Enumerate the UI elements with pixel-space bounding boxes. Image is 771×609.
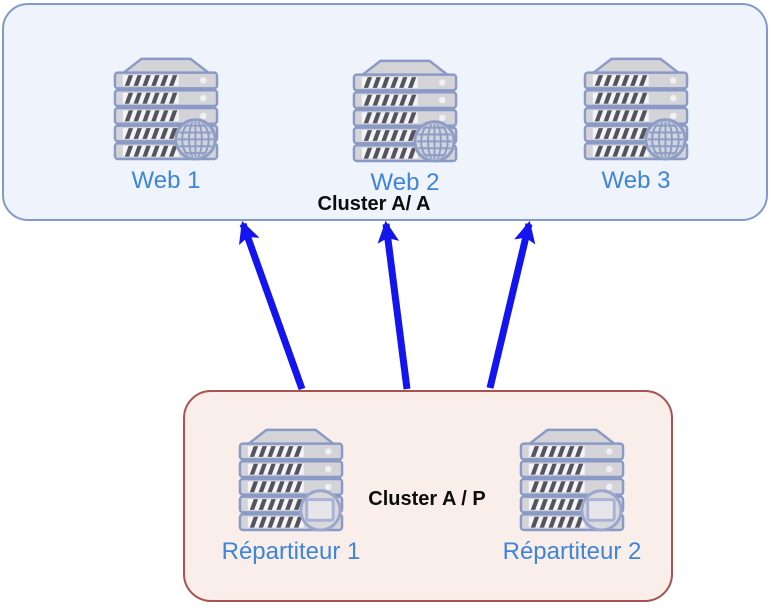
server-globe-icon [351, 54, 459, 164]
node-web-1-label: Web 1 [131, 167, 201, 194]
arrow-to-2 [377, 220, 411, 390]
node-web-2: Web 2 [325, 54, 485, 196]
node-web-1: Web 1 [86, 52, 246, 194]
server-screen-icon [237, 423, 345, 532]
web-cluster-label: Cluster A/ A [317, 193, 431, 215]
node-repartiteur-2-label: Répartiteur 2 [502, 538, 642, 565]
node-repartiteur-2: Répartiteur 2 [492, 423, 652, 565]
node-web-2-label: Web 2 [370, 169, 440, 196]
node-web-3: Web 3 [556, 52, 716, 194]
arrow-to-3 [486, 220, 536, 389]
server-globe-icon [582, 52, 690, 162]
node-repartiteur-1: Répartiteur 1 [211, 423, 371, 565]
node-repartiteur-1-label: Répartiteur 1 [221, 538, 361, 565]
arrow-to-1 [238, 220, 306, 391]
lb-cluster-label: Cluster A / P [368, 488, 486, 510]
server-screen-icon [518, 423, 626, 532]
server-globe-icon [112, 52, 220, 162]
node-web-3-label: Web 3 [601, 167, 671, 194]
